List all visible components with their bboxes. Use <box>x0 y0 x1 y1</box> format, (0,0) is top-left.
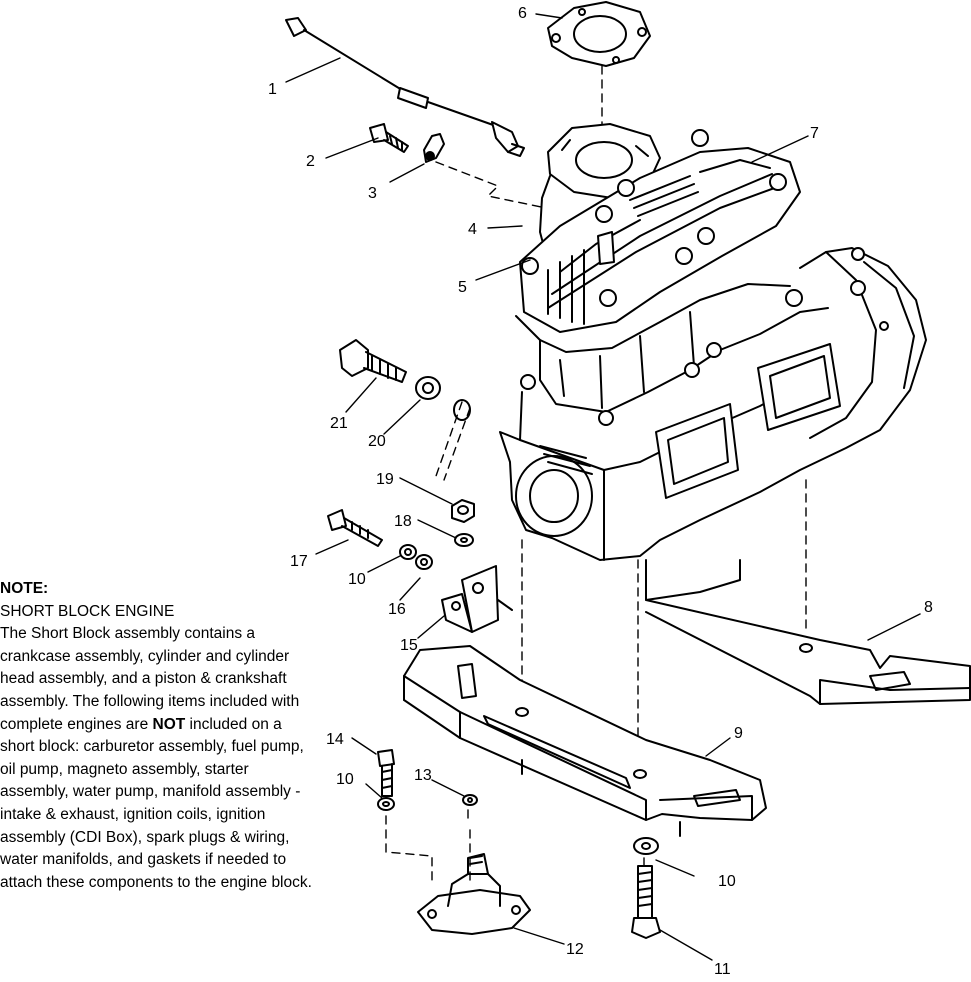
note-text-after: included on a short block: carburetor as… <box>0 715 312 891</box>
callout-11: 11 <box>714 961 731 978</box>
callout-10-c: 10 <box>718 873 736 890</box>
short-block-note: NOTE: SHORT BLOCK ENGINE The Short Block… <box>0 578 312 894</box>
part-6-gasket <box>547 1 651 67</box>
assembly-guide-lines <box>385 65 807 881</box>
ground-hardware <box>339 339 471 421</box>
callout-2: 2 <box>306 153 315 170</box>
callout-10-b: 10 <box>336 771 354 788</box>
part-15-bracket <box>441 565 513 633</box>
callout-10-a: 10 <box>348 571 366 588</box>
callout-17: 17 <box>290 553 308 570</box>
callout-7: 7 <box>810 125 819 142</box>
note-text-before: The Short Block assembly contains a cran… <box>0 625 300 733</box>
callout-21: 21 <box>330 415 348 432</box>
callout-20: 20 <box>368 433 386 450</box>
leader-lines <box>285 13 921 961</box>
callout-1: 1 <box>268 81 277 98</box>
note-subheading: SHORT BLOCK ENGINE <box>0 602 175 620</box>
part-2-bolt <box>369 123 409 153</box>
callout-numbers: 1 2 3 4 5 6 7 8 9 10 10 10 10 11 12 13 1… <box>268 5 933 978</box>
callout-16: 16 <box>388 601 406 618</box>
callout-5: 5 <box>458 279 467 296</box>
engine-assembly <box>499 123 927 561</box>
callout-14: 14 <box>326 731 344 748</box>
callout-12: 12 <box>566 941 584 958</box>
note-body: The Short Block assembly contains a cran… <box>0 625 312 891</box>
callout-9: 9 <box>734 725 743 742</box>
callout-19: 19 <box>376 471 394 488</box>
mount-hardware <box>327 499 475 570</box>
callout-4: 4 <box>468 221 477 238</box>
callout-3: 3 <box>368 185 377 202</box>
note-heading: NOTE: <box>0 580 49 597</box>
callout-8: 8 <box>924 599 933 616</box>
front-mount-hardware <box>377 749 478 811</box>
callout-15: 15 <box>400 637 418 654</box>
callout-18: 18 <box>394 513 412 530</box>
part-1-spark-plug-wire <box>285 17 525 157</box>
callout-13: 13 <box>414 767 432 784</box>
rear-mount-hardware <box>631 837 661 939</box>
note-bold-not: NOT <box>152 715 186 733</box>
part-8-mount-plate <box>645 559 971 705</box>
part-12-rubber-mount <box>417 853 531 935</box>
callout-6: 6 <box>518 5 527 22</box>
part-9-mount-plate <box>403 645 767 837</box>
part-3-clip <box>423 133 445 163</box>
